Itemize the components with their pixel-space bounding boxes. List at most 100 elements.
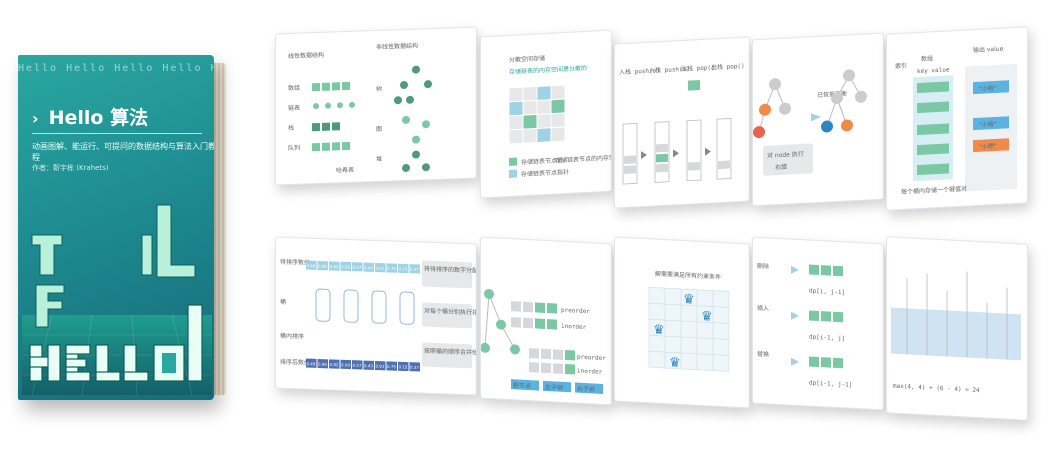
card-label: 对每个桶分别执行排序 bbox=[424, 307, 476, 317]
queen-icon: ♛ bbox=[653, 322, 665, 338]
bucket-cell bbox=[386, 263, 397, 273]
cover-divider bbox=[32, 133, 202, 134]
bucket-cell bbox=[398, 263, 409, 274]
queen-icon: ♛ bbox=[683, 292, 695, 308]
card-label: 输出 value bbox=[973, 45, 1004, 55]
card-label: 数组 bbox=[288, 84, 300, 92]
bucket-cell-value: 0.37 bbox=[410, 267, 419, 272]
card-label: 左子树 bbox=[545, 383, 563, 392]
bucket-cell-value: 0.82 bbox=[330, 264, 339, 269]
preview-card-linked-memory: 分散空间存储 存储链表的内存空间是分散的 存储链表节点值 存储链表节点指针 存储… bbox=[480, 29, 612, 199]
card-label: 存储链表节点的内存空间 bbox=[555, 153, 611, 164]
card-label: 替换 bbox=[757, 350, 769, 359]
card-label: 数组 bbox=[921, 54, 933, 63]
preview-card-max-capacity: max(4, 4) + (6 - 4) = 24 bbox=[886, 236, 1028, 421]
bucket-cell bbox=[317, 260, 328, 271]
card-label: preorder bbox=[561, 307, 590, 316]
card-label: 解需要满足所有约束条件 bbox=[655, 270, 721, 281]
bucket-cell-value: 0.96 bbox=[318, 361, 327, 366]
preview-card-hash-table: 索引 数组 输出 value key value "小哈" "小哈" "小啰" … bbox=[886, 26, 1028, 211]
bucket-cell-value: 0.57 bbox=[353, 363, 362, 368]
card-label: 存储链表节点值 bbox=[521, 156, 563, 166]
card-label: 删除 bbox=[757, 262, 769, 271]
bucket-cell-value: 0.75 bbox=[387, 266, 396, 271]
bucket-cell bbox=[306, 358, 317, 368]
book-subtitle: 动画图解、能运行、可提问的数据结构与算法入门教程 bbox=[32, 142, 214, 162]
preview-card-avl-rotation: 已恢复平衡 对 node 执行 右旋 bbox=[752, 32, 884, 207]
card-label: dp[i, j-1] bbox=[809, 288, 845, 297]
bucket-cell bbox=[352, 262, 363, 272]
card-label: 入栈 push(s) bbox=[619, 66, 660, 76]
card-label: 根节点 bbox=[513, 381, 531, 390]
bucket-cell-value: 0.75 bbox=[387, 364, 396, 369]
bucket-cell bbox=[363, 262, 374, 272]
preview-card-tree-build: preorder inorder preorder inorder 根节点 左子… bbox=[480, 236, 612, 406]
book-front-cover: Hello Hello Hello Hello Hello Hello › Hel… bbox=[18, 55, 214, 400]
card-label: dp[i-1, j-1] bbox=[809, 380, 852, 389]
bucket-cell bbox=[306, 260, 317, 270]
card-label: 链表 bbox=[288, 104, 300, 112]
card-label: "小哈" bbox=[979, 120, 997, 129]
card-label: 将待排序的数字分配到对应的桶中 bbox=[424, 265, 476, 276]
bucket-cell-value: 0.09 bbox=[341, 362, 350, 367]
bucket-cell-value: 0.57 bbox=[353, 265, 362, 270]
card-label: 分散空间存储 bbox=[509, 54, 545, 64]
card-label: max(4, 4) + (6 - 4) = 24 bbox=[893, 383, 980, 395]
card-label: 线性数据结构 bbox=[288, 51, 324, 60]
book-pages-edge bbox=[210, 63, 226, 395]
bucket-cell bbox=[386, 361, 397, 371]
bucket-cell-value: 0.49 bbox=[307, 263, 316, 268]
card-label: preorder bbox=[577, 354, 606, 363]
bucket-cell bbox=[317, 358, 328, 369]
bucket-cell-value: 0.15 bbox=[399, 266, 408, 271]
card-label: 桶内排序 bbox=[280, 332, 304, 341]
book-title-text: Hello 算法 bbox=[48, 107, 149, 129]
card-label: 待排序数组 bbox=[280, 258, 310, 267]
bucket-cell bbox=[340, 359, 351, 370]
card-label: 队列 bbox=[288, 144, 300, 152]
card-label: 非线性数据结构 bbox=[376, 42, 418, 51]
preview-card-edit-distance-dp: 删除 dp[i, j-1] 插入 dp[i-1, j] 替换 dp[i-1, j… bbox=[752, 236, 884, 411]
chevron-right-icon: › bbox=[32, 109, 39, 128]
preview-card-n-queens: 解需要满足所有约束条件 ♛♛♛♛ bbox=[614, 236, 750, 409]
card-label: 存储链表的内存空间是分散的 bbox=[509, 64, 587, 76]
card-label: 索引 bbox=[895, 62, 907, 71]
card-label: 每个桶内存储一个键值对 bbox=[901, 184, 967, 195]
cover-hello-strip: Hello Hello Hello Hello Hello Hello bbox=[18, 63, 214, 74]
preview-card-data-structures: 线性数据结构 非线性数据结构 数组 链表 栈 队列 树 图 堆 哈希表 bbox=[275, 26, 477, 186]
card-label: 对 node 执行 bbox=[767, 150, 804, 160]
card-label: 堆 bbox=[376, 155, 382, 163]
bucket-cell bbox=[409, 362, 420, 372]
card-label: 排序后数组 bbox=[280, 358, 310, 367]
bucket-cell bbox=[398, 361, 409, 372]
preview-card-stack-ops: 入栈 push(s) 入栈 push(s) 出栈 pop() 出栈 pop() bbox=[614, 36, 750, 209]
book-author: 作者：靳宇栋 (Krahets) bbox=[32, 164, 109, 172]
card-label: 出栈 pop() bbox=[711, 62, 745, 72]
bucket-cell-value: 0.91 bbox=[376, 265, 385, 270]
card-label: 桶 bbox=[280, 298, 286, 306]
card-label: 插入 bbox=[757, 304, 769, 313]
card-label: 已恢复平衡 bbox=[817, 89, 847, 99]
bucket-cell bbox=[329, 261, 340, 271]
bucket-cell bbox=[363, 360, 374, 370]
book-cover-3d: Hello Hello Hello Hello Hello Hello › Hel… bbox=[18, 55, 226, 400]
card-label: 右子树 bbox=[577, 385, 595, 394]
bucket-cell bbox=[329, 359, 340, 369]
card-label: 哈希表 bbox=[336, 166, 354, 175]
cover-3d-lettering-art bbox=[22, 204, 212, 395]
bucket-cell-value: 0.91 bbox=[376, 363, 385, 368]
card-label: dp[i-1, j] bbox=[809, 334, 845, 343]
card-label: "小哈" bbox=[979, 84, 997, 93]
card-label: 出栈 pop() bbox=[681, 63, 715, 73]
bucket-cell-value: 0.09 bbox=[341, 264, 350, 269]
card-label: 按照桶的顺序合并结果 bbox=[424, 347, 476, 357]
bucket-cell bbox=[409, 264, 420, 274]
queen-icon: ♛ bbox=[701, 309, 713, 325]
bucket-cell-value: 0.43 bbox=[364, 265, 373, 270]
card-label: 栈 bbox=[288, 124, 294, 132]
card-label: "小啰" bbox=[979, 142, 997, 151]
card-label: 图 bbox=[376, 126, 382, 133]
card-label: inorder bbox=[561, 323, 587, 331]
bucket-cell bbox=[375, 360, 386, 371]
card-label: 树 bbox=[376, 85, 382, 93]
